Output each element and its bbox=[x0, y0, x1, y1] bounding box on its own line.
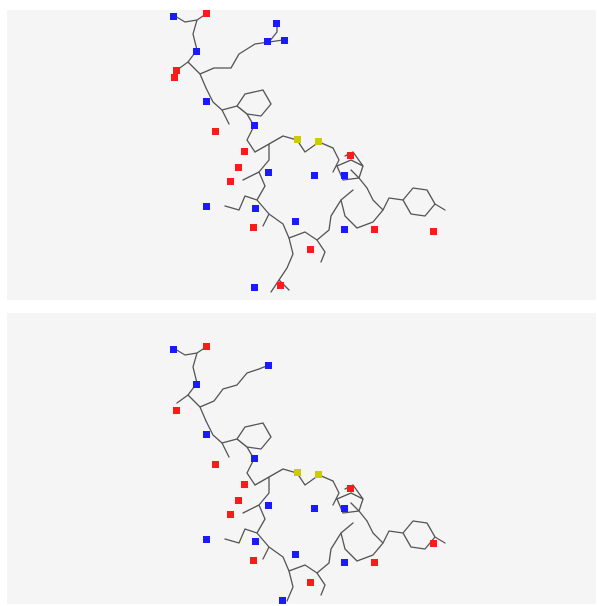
nitrogen-atom bbox=[311, 505, 318, 512]
sulfur-atom bbox=[294, 469, 301, 476]
molecule-diagram-bottom bbox=[7, 313, 596, 604]
panel-background bbox=[7, 313, 596, 604]
oxygen-atom bbox=[307, 246, 314, 253]
oxygen-atom bbox=[203, 343, 210, 350]
oxygen-atom bbox=[173, 67, 180, 74]
nitrogen-atom bbox=[251, 284, 258, 291]
nitrogen-atom bbox=[252, 538, 259, 545]
nitrogen-atom bbox=[193, 48, 200, 55]
structure-canvas bbox=[7, 10, 596, 604]
nitrogen-atom bbox=[203, 98, 210, 105]
sulfur-atom bbox=[294, 136, 301, 143]
nitrogen-atom bbox=[292, 551, 299, 558]
nitrogen-atom bbox=[265, 362, 272, 369]
oxygen-atom bbox=[235, 164, 242, 171]
nitrogen-atom bbox=[203, 536, 210, 543]
nitrogen-atom bbox=[341, 226, 348, 233]
oxygen-atom bbox=[227, 511, 234, 518]
atom-labels bbox=[170, 343, 437, 604]
nitrogen-atom bbox=[341, 559, 348, 566]
oxygen-atom bbox=[250, 557, 257, 564]
oxygen-atom bbox=[371, 226, 378, 233]
oxygen-atom bbox=[203, 10, 210, 17]
atom-labels bbox=[170, 10, 437, 291]
nitrogen-atom bbox=[292, 218, 299, 225]
molecule-panel-top bbox=[7, 10, 596, 300]
nitrogen-atom bbox=[170, 13, 177, 20]
bond-network bbox=[174, 346, 446, 602]
nitrogen-atom bbox=[341, 172, 348, 179]
nitrogen-atom bbox=[170, 346, 177, 353]
oxygen-atom bbox=[227, 178, 234, 185]
nitrogen-atom bbox=[341, 505, 348, 512]
oxygen-atom bbox=[430, 540, 437, 547]
oxygen-atom bbox=[171, 74, 178, 81]
sulfur-atom bbox=[315, 471, 322, 478]
oxygen-atom bbox=[173, 407, 180, 414]
panel-background bbox=[7, 10, 596, 300]
nitrogen-atom bbox=[273, 20, 280, 27]
nitrogen-atom bbox=[251, 455, 258, 462]
oxygen-atom bbox=[277, 282, 284, 289]
nitrogen-atom bbox=[251, 122, 258, 129]
nitrogen-atom bbox=[203, 203, 210, 210]
nitrogen-atom bbox=[203, 431, 210, 438]
molecule-panel-bottom bbox=[7, 313, 596, 604]
oxygen-atom bbox=[307, 579, 314, 586]
nitrogen-atom bbox=[311, 172, 318, 179]
oxygen-atom bbox=[347, 152, 354, 159]
molecule-diagram-top bbox=[7, 10, 596, 300]
oxygen-atom bbox=[241, 481, 248, 488]
oxygen-atom bbox=[347, 485, 354, 492]
nitrogen-atom bbox=[252, 205, 259, 212]
oxygen-atom bbox=[212, 461, 219, 468]
sulfur-atom bbox=[315, 138, 322, 145]
nitrogen-atom bbox=[281, 37, 288, 44]
nitrogen-atom bbox=[193, 381, 200, 388]
oxygen-atom bbox=[430, 228, 437, 235]
nitrogen-atom bbox=[264, 38, 271, 45]
nitrogen-atom bbox=[279, 597, 286, 604]
oxygen-atom bbox=[212, 128, 219, 135]
nitrogen-atom bbox=[265, 169, 272, 176]
nitrogen-atom bbox=[265, 502, 272, 509]
oxygen-atom bbox=[241, 148, 248, 155]
oxygen-atom bbox=[250, 224, 257, 231]
oxygen-atom bbox=[235, 497, 242, 504]
oxygen-atom bbox=[371, 559, 378, 566]
